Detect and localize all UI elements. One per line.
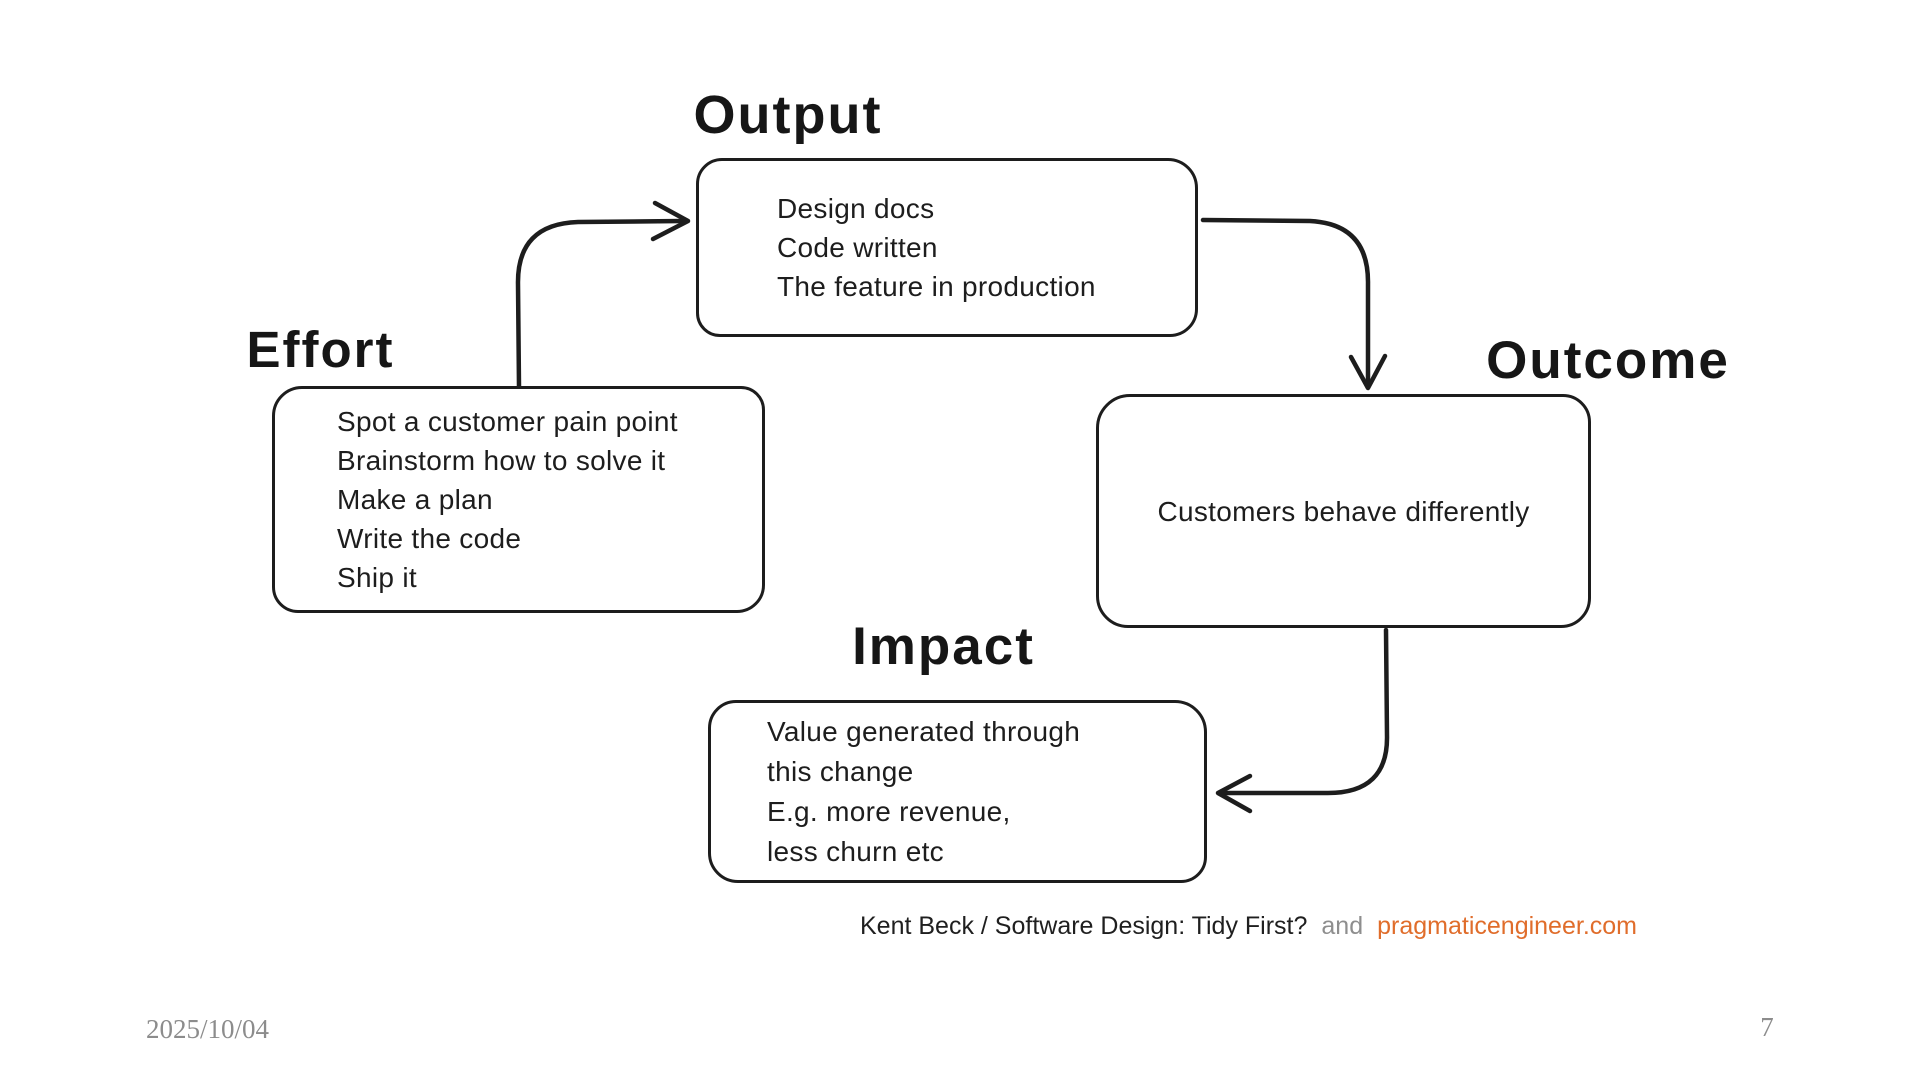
effort-line: Make a plan bbox=[337, 484, 493, 515]
outcome-line: Customers behave differently bbox=[1157, 495, 1530, 527]
attribution: Kent Beck / Software Design: Tidy First?… bbox=[860, 912, 1637, 941]
output-line: Code written bbox=[777, 232, 938, 263]
effort-line: Ship it bbox=[337, 562, 417, 593]
output-line: Design docs bbox=[777, 193, 935, 224]
slide-page-number: 7 bbox=[1760, 1012, 1774, 1042]
arrow-outcome-to-impact bbox=[1215, 627, 1390, 814]
arrow-output-to-outcome bbox=[1200, 217, 1388, 391]
impact-line: E.g. more revenue, bbox=[767, 795, 1011, 827]
node-box-effort: Spot a customer pain point Brainstorm ho… bbox=[272, 386, 765, 613]
node-box-output: Design docs Code written The feature in … bbox=[696, 158, 1198, 337]
node-title-output: Output bbox=[693, 85, 883, 145]
arrow-effort-to-output bbox=[515, 200, 691, 390]
effort-line: Spot a customer pain point bbox=[337, 406, 678, 437]
impact-line: Value generated through bbox=[767, 715, 1081, 747]
node-box-outcome: Customers behave differently bbox=[1096, 394, 1591, 628]
node-title-outcome: Outcome bbox=[1486, 331, 1730, 390]
attribution-connector: and bbox=[1321, 912, 1364, 940]
node-box-impact: Value generated through this change E.g.… bbox=[708, 700, 1207, 883]
attribution-source: Kent Beck / Software Design: Tidy First? bbox=[860, 912, 1308, 940]
output-line: The feature in production bbox=[777, 271, 1096, 302]
effort-line: Write the code bbox=[337, 523, 522, 554]
node-title-effort: Effort bbox=[246, 321, 395, 378]
effort-line: Brainstorm how to solve it bbox=[337, 445, 666, 476]
impact-line: this change bbox=[767, 755, 914, 787]
slide-date: 2025/10/04 bbox=[146, 1014, 270, 1044]
node-title-impact: Impact bbox=[852, 617, 1035, 676]
attribution-link[interactable]: pragmaticengineer.com bbox=[1377, 912, 1637, 940]
impact-line: less churn etc bbox=[767, 835, 944, 867]
